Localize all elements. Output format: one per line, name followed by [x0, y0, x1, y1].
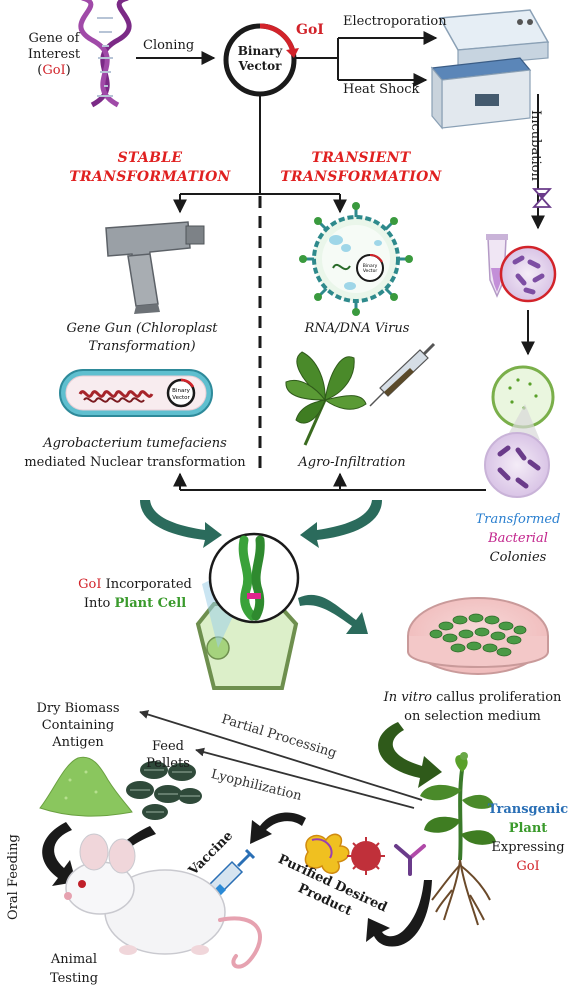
transient-line-2: TRANSFORMATION	[280, 169, 442, 185]
stable-line-2: TRANSFORMATION	[69, 169, 231, 185]
plant-word: Plant	[508, 821, 548, 836]
gene-gun-line-2: Transformation)	[88, 339, 196, 354]
callus-label: In vitro callus proliferation on selecti…	[370, 688, 575, 726]
colony-zoom-icon	[484, 432, 550, 498]
agro-vector-label-2: Vector	[172, 395, 190, 401]
virus-label: RNA/DNA Virus	[304, 321, 410, 336]
incorporated-line-2: Into Plant Cell	[83, 596, 187, 611]
transformed-word: Transformed	[475, 512, 561, 527]
dry-biomass-line-3: Antigen	[52, 735, 104, 750]
partial-processing-arrow	[139, 710, 423, 801]
transient-line-1: TRANSIENT	[311, 150, 411, 166]
cloning-label: Cloning	[143, 38, 195, 53]
stable-transformation-header: STABLE TRANSFORMATION	[60, 149, 240, 187]
split-arrows	[296, 31, 438, 87]
gene-of-interest-label: Gene of Interest (GoI)	[14, 31, 94, 79]
purified-product-icon	[304, 833, 426, 876]
bacteria-culture-icon	[499, 245, 557, 303]
binary-vector-icon	[223, 23, 299, 97]
electroporator-icon	[438, 9, 550, 67]
agro-line-2: mediated Nuclear transformation	[24, 455, 246, 470]
biomass-pile-icon	[39, 756, 133, 817]
colonies-word: Colonies	[489, 550, 547, 565]
agro-infiltration-label: Agro-Infiltration	[298, 455, 406, 470]
mouse-icon	[64, 833, 262, 969]
callus-dish-icon	[407, 597, 549, 675]
expressing-word: Expressing	[491, 840, 565, 855]
binary-vector-label: Binary Vector	[228, 44, 292, 74]
expressing-goi-word: GoI	[516, 859, 540, 874]
feed-pellets-label: Feed Pellets	[140, 738, 196, 772]
dry-biomass-label: Dry Biomass Containing Antigen	[28, 700, 128, 751]
heat-shock-label: Heat Shock	[343, 82, 420, 97]
feed-line-2: Pellets	[146, 756, 190, 771]
virus-vector-label-2: Vector	[363, 268, 377, 274]
virus-icon	[299, 202, 413, 316]
water-bath-icon	[430, 57, 532, 130]
plant-cell-icon	[195, 532, 300, 690]
incubation-label: Incubation	[528, 110, 543, 181]
goi-vector-label: GoI	[296, 22, 324, 38]
transient-transformation-header: TRANSIENT TRANSFORMATION	[276, 149, 446, 187]
agrobacterium-label: Agrobacterium tumefaciens mediated Nucle…	[10, 434, 260, 472]
dry-biomass-line-2: Containing	[41, 718, 115, 733]
incorporated-label: GoI Incorporated Into Plant Cell	[60, 575, 210, 613]
agro-vector-label-1: Binary	[172, 388, 190, 394]
incorporated-line-1: GoI Incorporated	[78, 577, 192, 592]
animal-testing-label: Animal Testing	[34, 950, 114, 988]
animal-line-1: Animal	[50, 952, 98, 967]
callus-line-2: on selection medium	[404, 709, 541, 724]
return-arrows	[173, 472, 486, 491]
agrobacterium-icon	[59, 369, 213, 417]
oral-feeding-label: Oral Feeding	[6, 834, 21, 920]
dna-helix-icon	[78, 0, 132, 108]
binary-vector-line-2: Vector	[238, 59, 282, 73]
feed-line-1: Feed	[151, 739, 185, 754]
goi-line-2: Interest	[27, 47, 81, 62]
virus-vector-label-1: Binary	[363, 263, 378, 269]
hourglass-icon	[531, 188, 553, 208]
stable-transient-split	[173, 96, 347, 214]
lyophilization-arrow	[195, 747, 415, 809]
gene-gun-line-1: Gene Gun (Chloroplast	[66, 321, 218, 336]
agro-line-1: Agrobacterium tumefaciens	[43, 436, 227, 451]
goi-line-1: Gene of	[28, 31, 80, 46]
animal-line-2: Testing	[49, 971, 99, 986]
to-product-arrow	[366, 880, 432, 947]
gene-gun-label: Gene Gun (Chloroplast Transformation)	[42, 320, 242, 356]
transgenic-word: Transgenic	[487, 802, 569, 817]
leaf-icon	[285, 351, 367, 446]
colony-dish-icon	[491, 365, 555, 440]
dry-biomass-line-1: Dry Biomass	[36, 701, 120, 716]
bacterial-word: Bacterial	[488, 531, 548, 546]
transformed-colonies-label: Transformed Bacterial Colonies	[463, 510, 573, 567]
gene-gun-icon	[105, 221, 205, 314]
stable-line-1: STABLE	[117, 150, 183, 166]
to-plant-arrow	[378, 722, 442, 788]
feed-pellets-icon	[126, 761, 202, 820]
binary-vector-line-1: Binary	[237, 44, 283, 58]
transgenic-plant-label: Transgenic Plant Expressing GoI	[478, 800, 578, 876]
syringe-icon	[369, 342, 436, 407]
to-vaccine-arrow	[250, 812, 306, 844]
oral-feeding-arrow	[42, 822, 76, 886]
callus-line-1: In vitro callus proliferation	[383, 690, 562, 705]
teal-arrows	[140, 500, 382, 634]
electroporation-label: Electroporation	[343, 14, 447, 29]
goi-line-3: (GoI)	[37, 63, 71, 78]
transgenic-plant-icon	[420, 752, 496, 926]
